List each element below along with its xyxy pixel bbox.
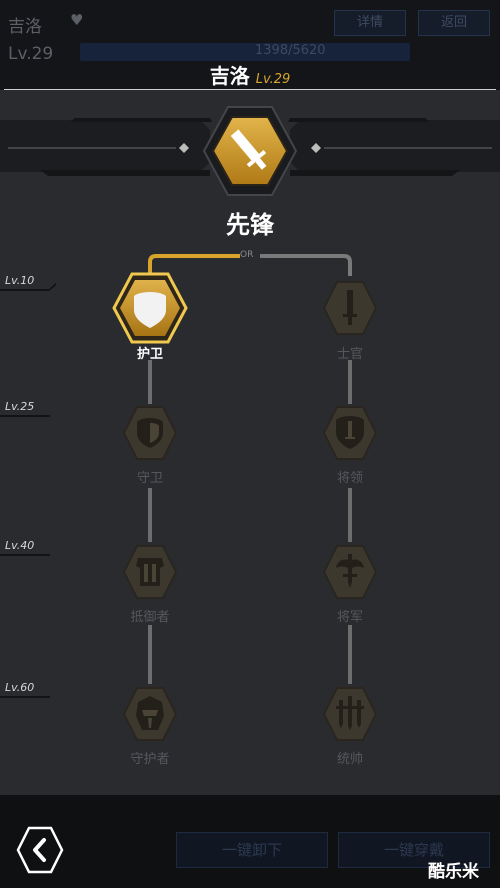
sword-icon <box>230 129 267 170</box>
class-name-marshal: 统帅 <box>336 752 363 767</box>
bg-button-1: 详情 <box>334 10 406 36</box>
bg-exp-text: 1398/5620 <box>255 43 326 58</box>
level-marker-40: Lv.40 <box>0 538 60 556</box>
level-marker-25: Lv.25 <box>0 399 60 417</box>
bg-button-2: 返回 <box>418 10 490 36</box>
class-name-protector: 守护者 <box>130 752 170 767</box>
chevron-left-icon <box>33 838 46 862</box>
current-class-name: 先锋 <box>226 211 274 239</box>
tree-connectors <box>148 254 352 684</box>
class-name-sergeant: 士官 <box>336 347 363 362</box>
watermark: 酷乐米 <box>428 862 479 882</box>
class-name-resister: 抵御者 <box>130 610 170 625</box>
class-node-marshal[interactable] <box>322 686 378 742</box>
bg-level: Lv.29 <box>8 44 54 64</box>
class-node-guard[interactable] <box>112 272 188 344</box>
winged-sword-icon <box>348 554 352 588</box>
class-node-defender[interactable] <box>122 405 178 461</box>
page-title: 吉洛 Lv.29 <box>0 60 500 89</box>
class-node-general[interactable] <box>322 544 378 600</box>
dagger-icon <box>348 421 352 439</box>
class-node-commander[interactable] <box>322 405 378 461</box>
title-divider <box>4 89 496 90</box>
dagger-icon <box>347 290 353 318</box>
level-marker-60: Lv.60 <box>0 680 60 698</box>
back-button[interactable] <box>16 826 64 874</box>
class-name-general: 将军 <box>336 610 363 625</box>
class-node-sergeant[interactable] <box>322 280 378 336</box>
triple-sword-icon <box>336 696 364 730</box>
branch-or-label: OR <box>240 250 254 260</box>
character-name: 吉洛 <box>209 64 250 88</box>
current-class-emblem <box>202 106 298 196</box>
character-level: Lv.29 <box>255 72 291 87</box>
class-name-guard: 护卫 <box>136 347 163 362</box>
heart-icon: ♥ <box>70 11 84 29</box>
class-node-protector[interactable] <box>122 686 178 742</box>
level-marker-10: Lv.10 <box>0 273 60 291</box>
bg-unequip-all-button: 一键卸下 <box>176 832 328 868</box>
bg-equip-all-button: 一键穿戴 <box>338 832 490 868</box>
bg-character-name: 吉洛 <box>8 17 42 37</box>
armor-icon <box>136 558 164 586</box>
class-node-resister[interactable] <box>122 544 178 600</box>
class-name-commander: 将领 <box>336 471 363 486</box>
bg-exp-bar <box>80 43 410 61</box>
shield-icon <box>134 292 166 328</box>
current-class-banner <box>0 118 500 176</box>
class-name-defender: 守卫 <box>136 471 163 486</box>
